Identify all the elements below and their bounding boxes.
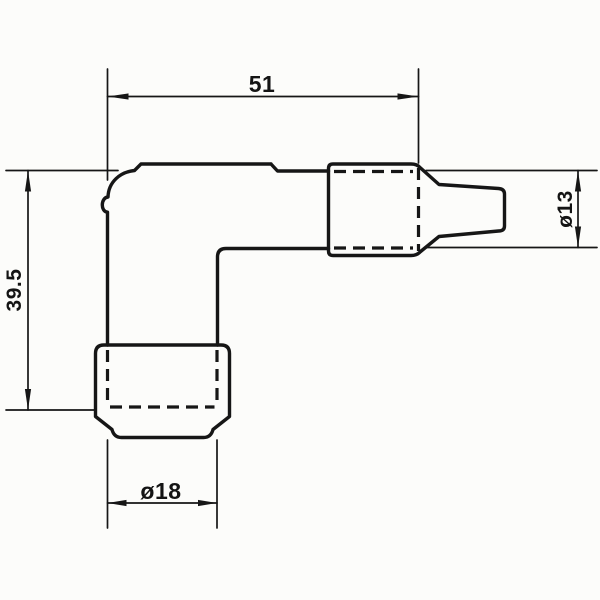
dim-boot-extension-lines xyxy=(106,439,218,529)
dim-width-arrow-left xyxy=(107,93,129,100)
dim-terminal-diameter: ø13 xyxy=(425,169,598,249)
hidden-lines-bottom-boot xyxy=(105,350,219,409)
dim-terminal-label: ø13 xyxy=(554,190,577,228)
cap-body-outline xyxy=(100,162,331,347)
dim-height-arrow-bottom xyxy=(24,389,32,410)
dim-width-extension-lines xyxy=(106,68,420,181)
dim-width-arrow-right xyxy=(397,93,419,100)
dim-boot-arrow-right xyxy=(198,499,217,507)
dim-terminal-extension-lines xyxy=(425,169,598,249)
dim-terminal-arrow-top xyxy=(574,170,582,192)
bottom-boot-outline xyxy=(93,343,232,440)
right-sleeve-outline xyxy=(326,162,507,258)
dim-boot-arrow-left xyxy=(107,499,127,507)
dim-height-arrow-top xyxy=(24,170,32,192)
dim-terminal-arrow-bottom xyxy=(574,226,582,248)
dim-height-extension-lines xyxy=(5,169,119,411)
dim-boot-diameter: ø18 xyxy=(106,439,218,529)
dim-overall-width: 51 xyxy=(106,68,420,181)
hidden-lines-right-sleeve xyxy=(334,168,421,251)
dim-width-label: 51 xyxy=(249,71,276,97)
dim-boot-label: ø18 xyxy=(140,478,181,504)
dim-height-label: 39.5 xyxy=(3,269,26,312)
dim-overall-height: 39.5 xyxy=(3,169,119,411)
